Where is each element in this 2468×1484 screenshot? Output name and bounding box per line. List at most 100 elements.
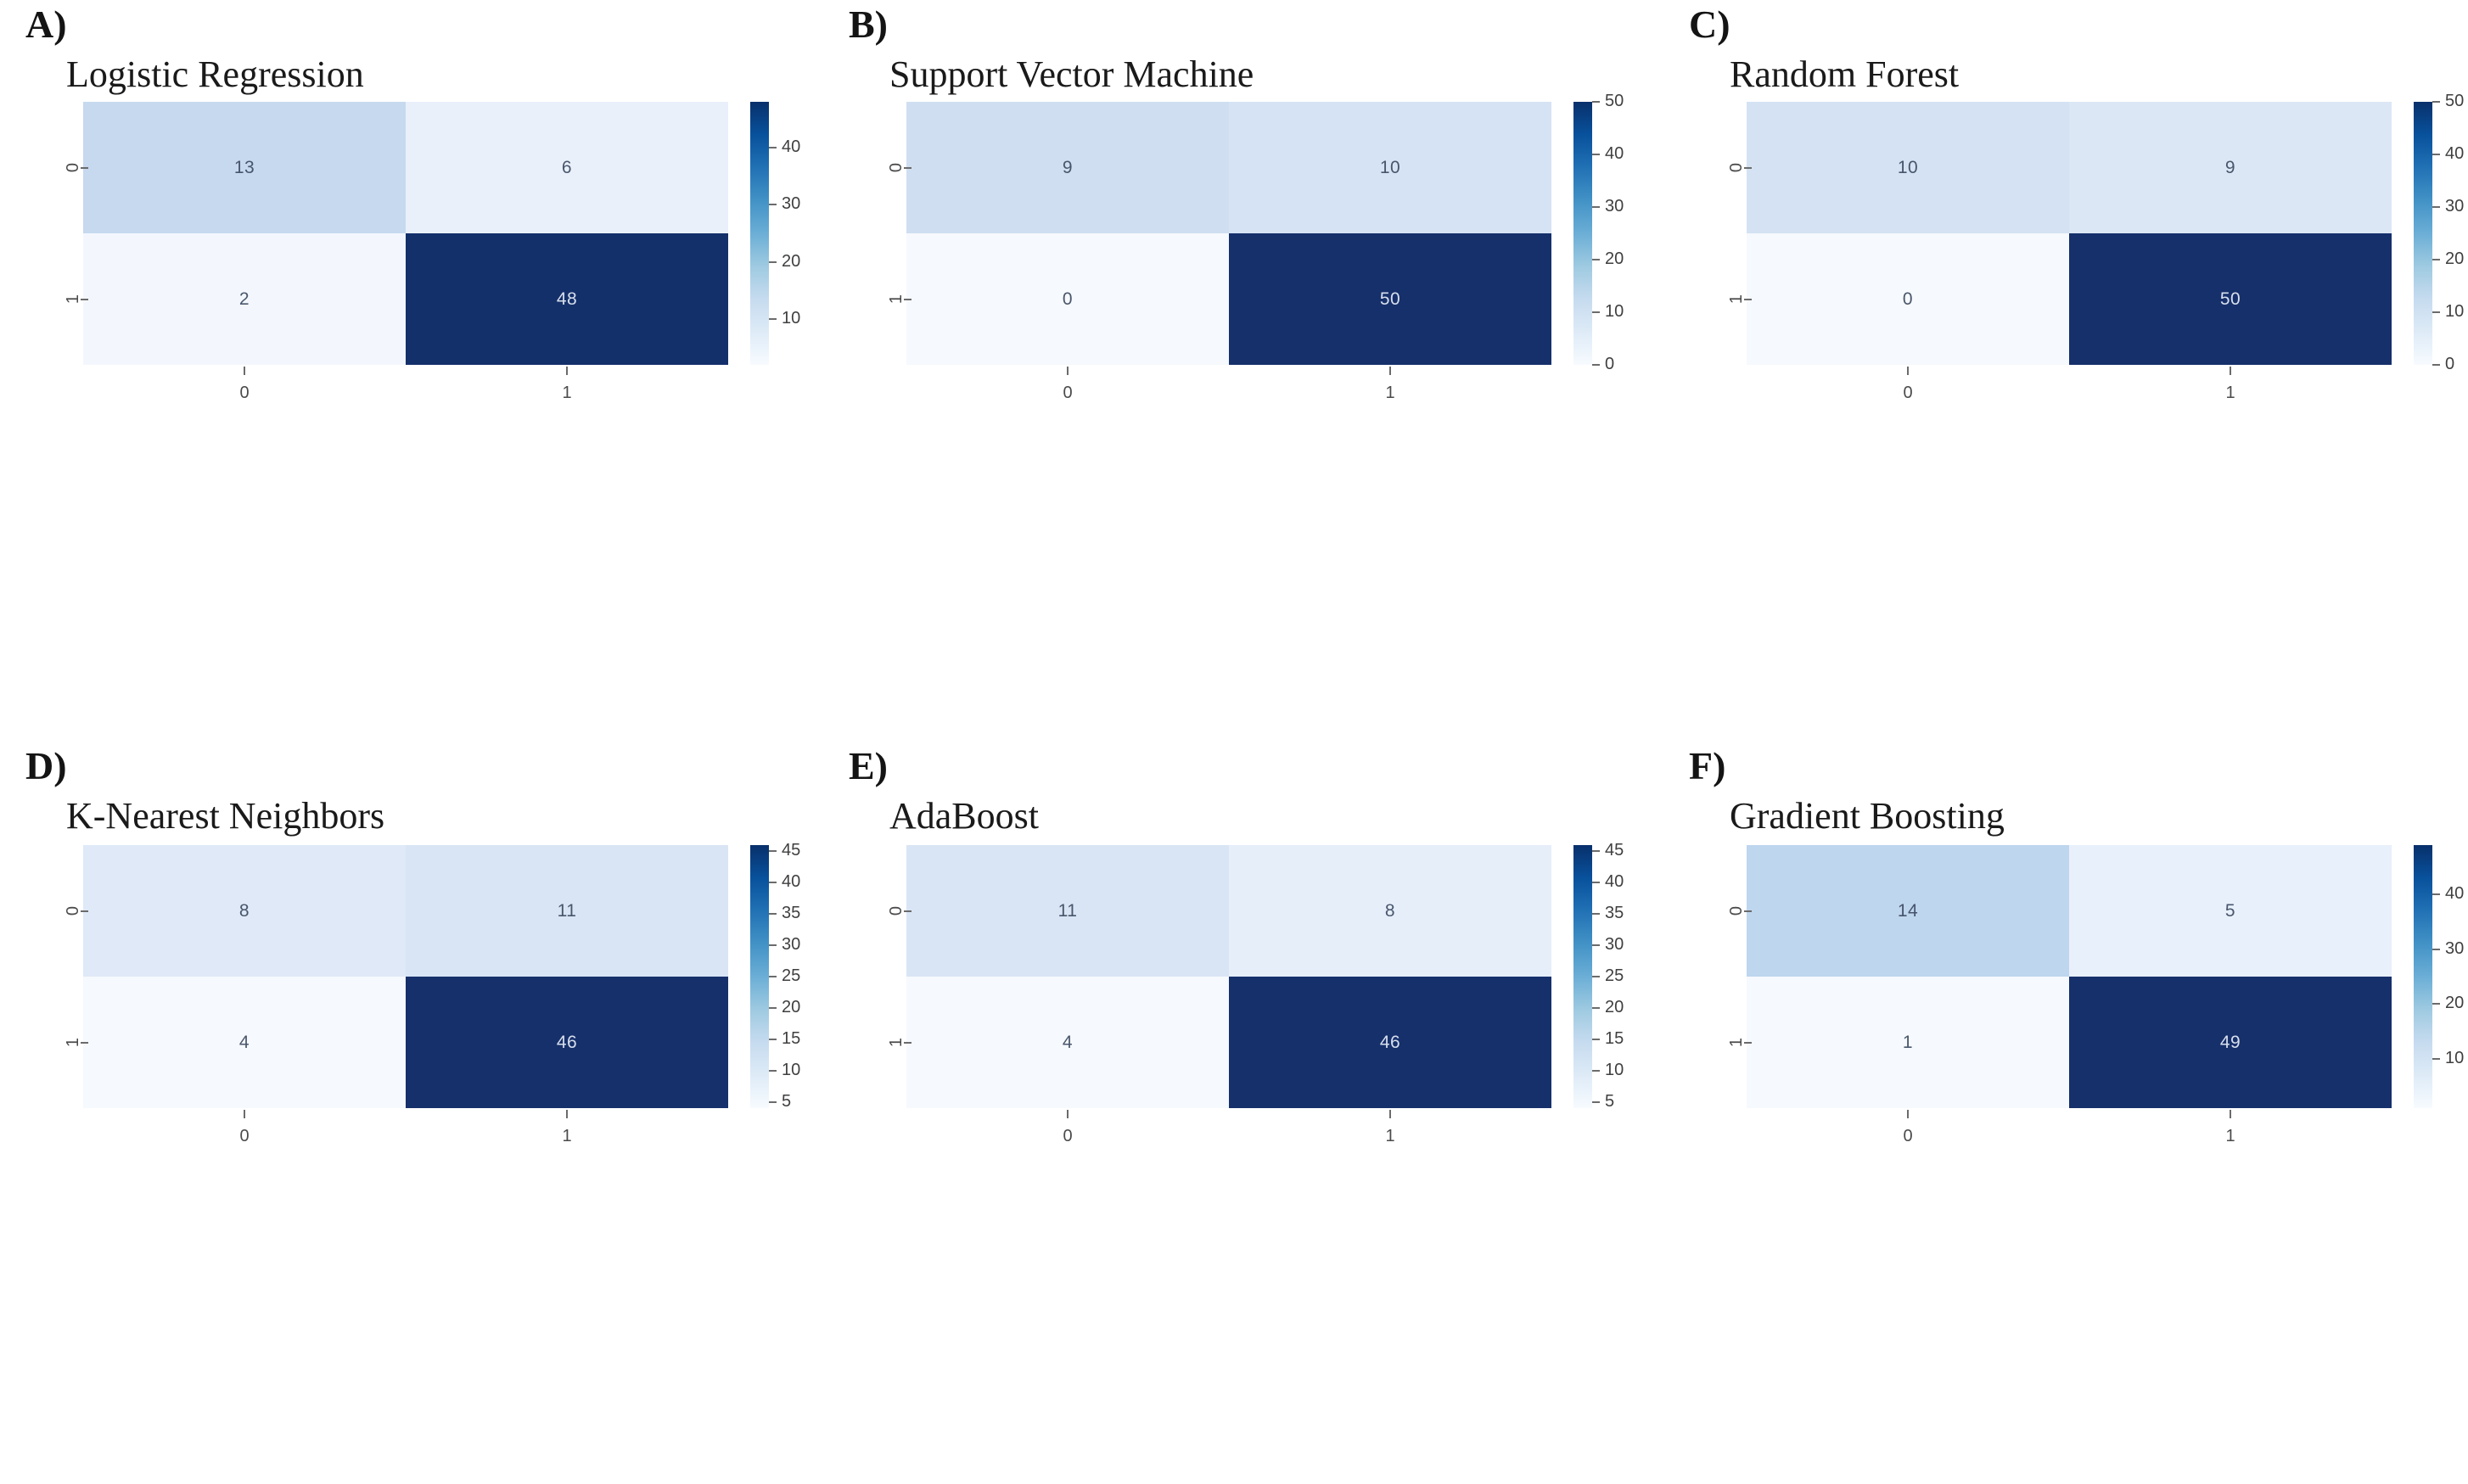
y-tick-mark-icon bbox=[1744, 166, 1752, 169]
y-tick-mark-icon bbox=[81, 298, 88, 300]
x-tick-text: 0 bbox=[239, 1127, 250, 1145]
matrix-cell-r0-c0: 8 bbox=[83, 845, 406, 977]
colorbar-gradient bbox=[1573, 845, 1592, 1108]
cell-value: 0 bbox=[1062, 288, 1074, 309]
colorbar-tick-mark-icon bbox=[1592, 976, 1600, 977]
y-tick-mark-icon bbox=[904, 298, 911, 300]
colorbar-tick-label: 45 bbox=[782, 841, 801, 860]
cell-value: 4 bbox=[238, 1032, 250, 1052]
cell-value: 9 bbox=[1062, 157, 1074, 177]
x-tick-mark-icon bbox=[1389, 1110, 1391, 1118]
matrix-cell-r1-c0: 4 bbox=[83, 977, 406, 1108]
matrix-cell-r1-c1: 46 bbox=[406, 977, 728, 1108]
y-tick-label-0: 0 bbox=[867, 845, 911, 977]
colorbar-tick-mark-icon bbox=[769, 944, 777, 947]
matrix-cell-r0-c0: 9 bbox=[906, 102, 1229, 233]
colorbar-tick-mark-icon bbox=[769, 318, 777, 321]
y-tick-label-0: 0 bbox=[1708, 102, 1752, 233]
panel-letter: C) bbox=[1689, 3, 1730, 46]
x-tick-text: 0 bbox=[1903, 1127, 1913, 1145]
colorbar-tick-mark-icon bbox=[1592, 206, 1600, 208]
y-tick-label-1: 1 bbox=[867, 977, 911, 1108]
colorbar-tick-mark-icon bbox=[2432, 101, 2440, 103]
panel-title: K-Nearest Neighbors bbox=[66, 795, 385, 837]
y-tick-label-0: 0 bbox=[867, 102, 911, 233]
colorbar-tick-mark-icon bbox=[1592, 101, 1600, 103]
colorbar-tick-label: 0 bbox=[2445, 355, 2455, 373]
colorbar-tick-label: 30 bbox=[2445, 938, 2465, 958]
x-tick-mark-icon bbox=[1067, 1110, 1069, 1118]
colorbar-tick-mark-icon bbox=[2432, 364, 2440, 366]
matrix-cell-r1-c0: 4 bbox=[906, 977, 1229, 1108]
x-tick-mark-icon bbox=[566, 367, 568, 375]
cell-value: 6 bbox=[561, 157, 573, 177]
matrix-cell-r1-c0: 0 bbox=[1747, 233, 2069, 365]
colorbar-tick-label: 10 bbox=[782, 1060, 801, 1079]
matrix-cell-r1-c0: 2 bbox=[83, 233, 406, 365]
colorbar-tick-mark-icon bbox=[1592, 364, 1600, 366]
x-tick-text: 0 bbox=[1903, 384, 1913, 402]
y-tick-label-0: 0 bbox=[1708, 845, 1752, 977]
x-tick-mark-icon bbox=[1067, 367, 1069, 375]
confusion-matrix-grid: 13 6 2 48 bbox=[83, 102, 728, 365]
matrix-cell-r1-c1: 46 bbox=[1229, 977, 1551, 1108]
colorbar-tick-label: 40 bbox=[1605, 144, 1624, 163]
colorbar-tick-label: 30 bbox=[1605, 197, 1624, 216]
panel-letter: A) bbox=[25, 3, 67, 46]
colorbar-tick-mark-icon bbox=[1592, 913, 1600, 916]
colorbar-tick-label: 5 bbox=[1605, 1091, 1615, 1111]
colorbar-tick-mark-icon bbox=[2432, 206, 2440, 208]
x-tick-label-0: 0 bbox=[906, 365, 1229, 416]
colorbar-tick-label: 5 bbox=[782, 1091, 792, 1111]
y-tick-mark-icon bbox=[904, 1041, 911, 1044]
colorbar-tick-label: 15 bbox=[782, 1028, 801, 1048]
colorbar-tick-mark-icon bbox=[1592, 1006, 1600, 1009]
panel-title: Support Vector Machine bbox=[889, 53, 1254, 95]
colorbar-tick-label: 10 bbox=[782, 309, 801, 328]
y-tick-label-1: 1 bbox=[1708, 977, 1752, 1108]
colorbar-tick-mark-icon bbox=[1592, 1038, 1600, 1040]
colorbar-tick-mark-icon bbox=[1592, 311, 1600, 313]
cell-value: 48 bbox=[556, 288, 578, 309]
colorbar-tick-label: 20 bbox=[1605, 997, 1624, 1016]
x-tick-text: 0 bbox=[1063, 1127, 1073, 1145]
colorbar-tick-mark-icon bbox=[1592, 259, 1600, 260]
y-tick-mark-icon bbox=[1744, 1041, 1752, 1044]
colorbar-tick-mark-icon bbox=[2432, 1003, 2440, 1005]
x-tick-label-1: 1 bbox=[406, 365, 728, 416]
y-tick-mark-icon bbox=[1744, 910, 1752, 912]
colorbar-tick-label: 40 bbox=[1605, 872, 1624, 892]
cell-value: 50 bbox=[2219, 288, 2241, 309]
colorbar-tick-label: 35 bbox=[782, 904, 801, 923]
x-tick-mark-icon bbox=[2230, 1110, 2231, 1118]
x-tick-label-1: 1 bbox=[2069, 1108, 2392, 1159]
cell-value: 9 bbox=[2224, 157, 2236, 177]
colorbar-tick-mark-icon bbox=[1592, 944, 1600, 947]
cell-value: 13 bbox=[233, 157, 255, 177]
colorbar-gradient bbox=[1573, 102, 1592, 365]
colorbar-tick-label: 30 bbox=[782, 935, 801, 955]
colorbar-tick-label: 45 bbox=[1605, 841, 1624, 860]
panel-title: Random Forest bbox=[1730, 53, 1960, 95]
x-tick-mark-icon bbox=[244, 367, 245, 375]
y-tick-mark-icon bbox=[904, 166, 911, 169]
colorbar-tick-mark-icon bbox=[2432, 259, 2440, 260]
colorbar-tick-label: 40 bbox=[782, 137, 801, 156]
x-tick-label-0: 0 bbox=[906, 1108, 1229, 1159]
colorbar-tick-label: 0 bbox=[1605, 355, 1615, 373]
cell-value: 10 bbox=[1897, 157, 1919, 177]
matrix-cell-r0-c1: 5 bbox=[2069, 845, 2392, 977]
